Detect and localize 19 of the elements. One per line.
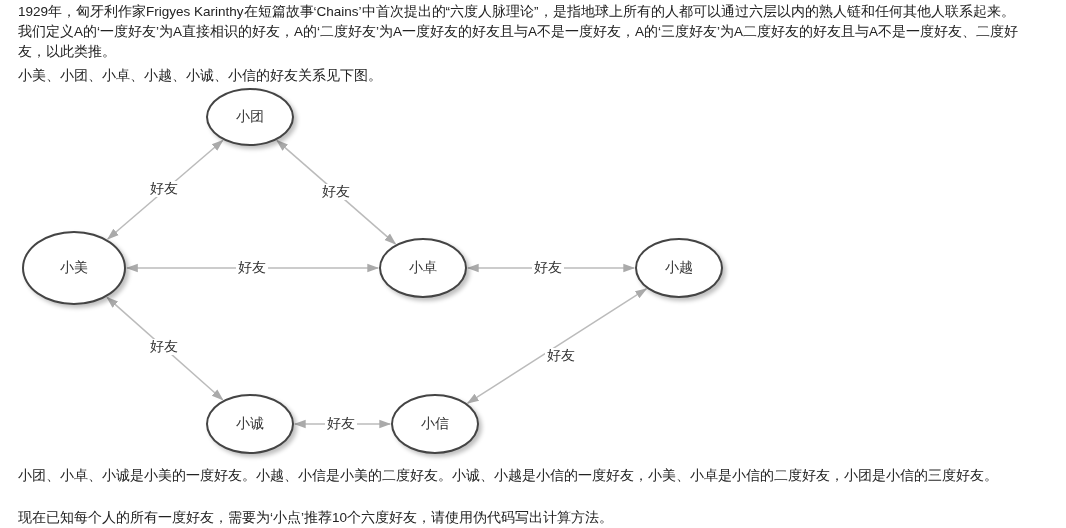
person-ellipse: 小诚 — [206, 394, 294, 454]
person-ellipse: 小美 — [22, 231, 126, 305]
person-ellipse: 小越 — [635, 238, 723, 298]
person-ellipse: 小信 — [391, 394, 479, 454]
double-arrow — [125, 263, 380, 273]
paragraph: 小美、小团、小卓、小越、小诚、小信的好友关系见下图。 — [18, 67, 383, 85]
double-arrow — [466, 288, 648, 404]
paragraph: 1929年，匈牙利作家Frigyes Karinthy在短篇故事‘Chains’中首次提出的“六度人脉理论”，是指地球上所有的人都可以通过六层以内的熟人链和任何其他人联系起来。我们定义A的‘一度好友’为A直接相识的好友，A的‘二度好友’为A一度好友的好友且与A不是一度好友，A的‘三度好友’为A二度好友的好友且与A不是一度好友、二度好友，以此类推。 — [18, 3, 1020, 61]
person-ellipse: 小卓 — [379, 238, 467, 298]
edge-label: 好友 — [148, 339, 180, 355]
edge-label: 好友 — [325, 416, 357, 432]
paragraph: 现在已知每个人的所有一度好友，需要为‘小点’推荐10个六度好友，请使用伪代码写出计算方法。 — [18, 509, 614, 527]
edge-label: 好友 — [320, 184, 352, 200]
edge-label: 好友 — [236, 260, 268, 276]
paragraph: 小团、小卓、小诚是小美的一度好友。小越、小信是小美的二度好友。小诚、小越是小信的一度好友，小美、小卓是小信的二度好友，小团是小信的三度好友。 — [18, 467, 999, 485]
edge-label: 好友 — [545, 348, 577, 364]
edge-label: 好友 — [148, 181, 180, 197]
person-ellipse: 小团 — [206, 88, 294, 146]
edge-label: 好友 — [532, 260, 564, 276]
